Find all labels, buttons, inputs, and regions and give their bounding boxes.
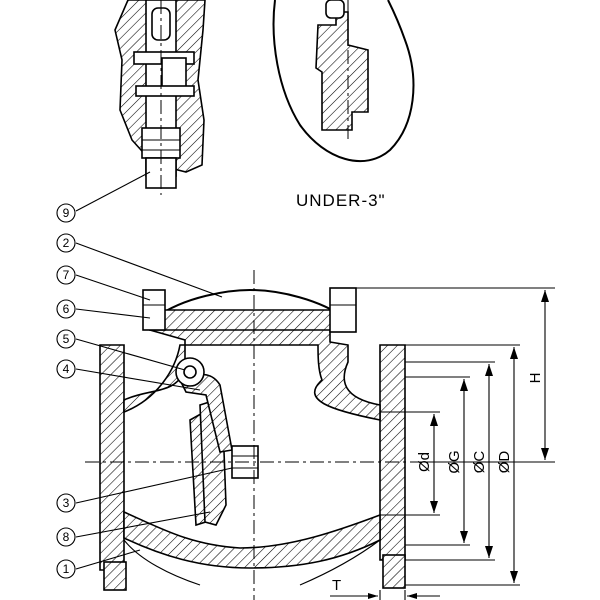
valve-body-section	[85, 270, 425, 600]
callout-5: 5	[56, 329, 76, 349]
callout-3: 3	[56, 493, 76, 513]
detail-under-3-inch	[272, 0, 415, 163]
dim-label-t: T	[332, 577, 341, 594]
callout-9: 9	[56, 203, 76, 223]
dim-label-c: ØC	[471, 451, 488, 474]
callout-6: 6	[56, 299, 76, 319]
dim-label-h: H	[527, 373, 544, 384]
detail-plug-section	[114, 0, 206, 195]
callout-3-label: 3	[63, 496, 70, 510]
callout-8-label: 8	[63, 530, 70, 544]
dim-label-small-d: Ød	[416, 452, 433, 472]
dim-label-g: ØG	[446, 450, 463, 473]
under-3-caption: UNDER-3"	[296, 191, 386, 210]
dim-label-d: ØD	[496, 451, 513, 474]
callout-2: 2	[56, 233, 76, 253]
callout-1: 1	[56, 559, 76, 579]
leader-lines	[75, 171, 233, 570]
callout-4: 4	[56, 359, 76, 379]
callout-6-label: 6	[63, 302, 70, 316]
callout-7: 7	[56, 265, 76, 285]
dimension-lines	[330, 287, 555, 600]
callout-7-label: 7	[63, 268, 70, 282]
callout-1-label: 1	[63, 562, 70, 576]
callout-8: 8	[56, 527, 76, 547]
callout-2-label: 2	[63, 236, 70, 250]
callout-5-label: 5	[63, 332, 70, 346]
callout-4-label: 4	[63, 362, 70, 376]
callout-9-label: 9	[63, 206, 70, 220]
